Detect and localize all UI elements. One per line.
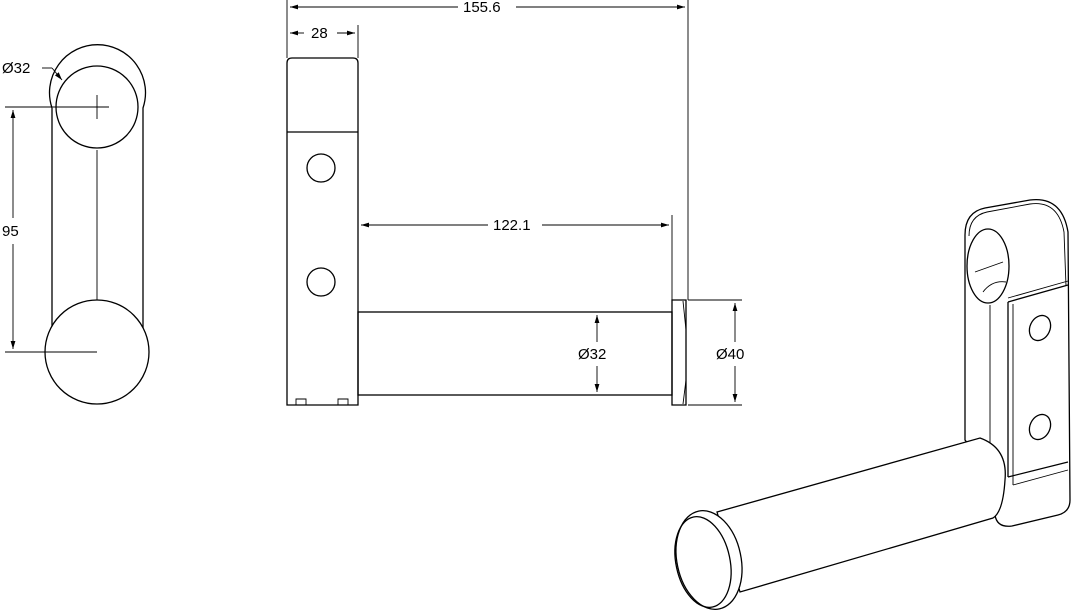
iso-screw-hole-upper <box>1028 314 1052 342</box>
iso-plate-band-bottom <box>1012 469 1069 486</box>
iso-plate-inner-edge <box>968 203 1067 287</box>
leader-line <box>51 67 63 81</box>
iso-roll-pipe <box>716 437 1006 593</box>
dimension-label-155-6: 155.6 <box>463 0 501 16</box>
dimension-label-28: 28 <box>311 25 328 42</box>
plate-notches <box>295 398 349 405</box>
screw-hole-lower <box>306 267 336 297</box>
end-cap-chamfer <box>682 300 687 405</box>
side-view-body-outline <box>48 44 147 330</box>
screw-hole-upper <box>306 153 336 183</box>
iso-plate-band-top <box>1007 284 1069 303</box>
end-cap <box>671 299 687 406</box>
dimension-label-95: 95 <box>2 223 19 240</box>
iso-ring-inner-detail <box>974 261 1007 293</box>
label-background <box>576 344 618 364</box>
iso-plate-band-top <box>1007 280 1069 299</box>
isometric-view <box>674 198 1071 611</box>
iso-plate-band-bottom <box>1007 461 1069 478</box>
dimension-label-cap-diameter: Ø40 <box>716 346 744 363</box>
roll-pipe <box>357 311 673 396</box>
mounting-plate <box>286 57 359 406</box>
iso-screw-hole-lower <box>1028 413 1052 441</box>
dimension-label-122-1: 122.1 <box>493 217 531 234</box>
iso-end-cap-face <box>674 516 732 608</box>
iso-ring-opening <box>966 228 1010 304</box>
side-view: 95 Ø32 <box>2 44 150 405</box>
front-view: 155.6 28 122.1 Ø32 Ø40 <box>286 0 744 406</box>
iso-end-cap <box>675 509 743 611</box>
dimension-label-pipe-diameter: Ø32 <box>578 346 606 363</box>
dimension-label-diameter-32: Ø32 <box>2 60 30 77</box>
